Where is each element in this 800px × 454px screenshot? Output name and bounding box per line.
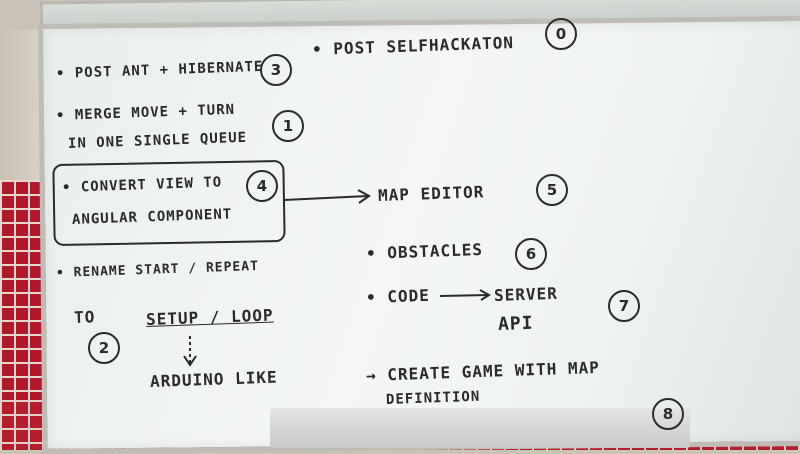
- number-0-circle: 0: [545, 18, 577, 50]
- arrow-right-icon: [283, 189, 371, 204]
- note-api: API: [497, 312, 534, 335]
- number-7-circle: 7: [608, 290, 640, 322]
- background-wall: [0, 30, 45, 180]
- note-map-editor: MAP EDITOR: [377, 182, 485, 205]
- number-6-circle: 6: [515, 238, 547, 270]
- arrow-right-icon: [439, 289, 491, 301]
- number-1-circle: 1: [272, 110, 304, 142]
- number-3-circle: 3: [260, 54, 292, 86]
- note-definition: DEFINITION: [385, 388, 481, 408]
- number-2-circle: 2: [88, 332, 120, 364]
- number-4-circle: 4: [246, 170, 278, 202]
- note-server: SERVER: [493, 283, 559, 305]
- number-5-circle: 5: [536, 174, 568, 206]
- arrow-down-icon: [183, 336, 197, 367]
- marker-tray: [270, 408, 690, 448]
- note-to: TO: [73, 307, 96, 327]
- number-8-circle: 8: [652, 398, 684, 430]
- note-code: • CODE: [365, 285, 431, 307]
